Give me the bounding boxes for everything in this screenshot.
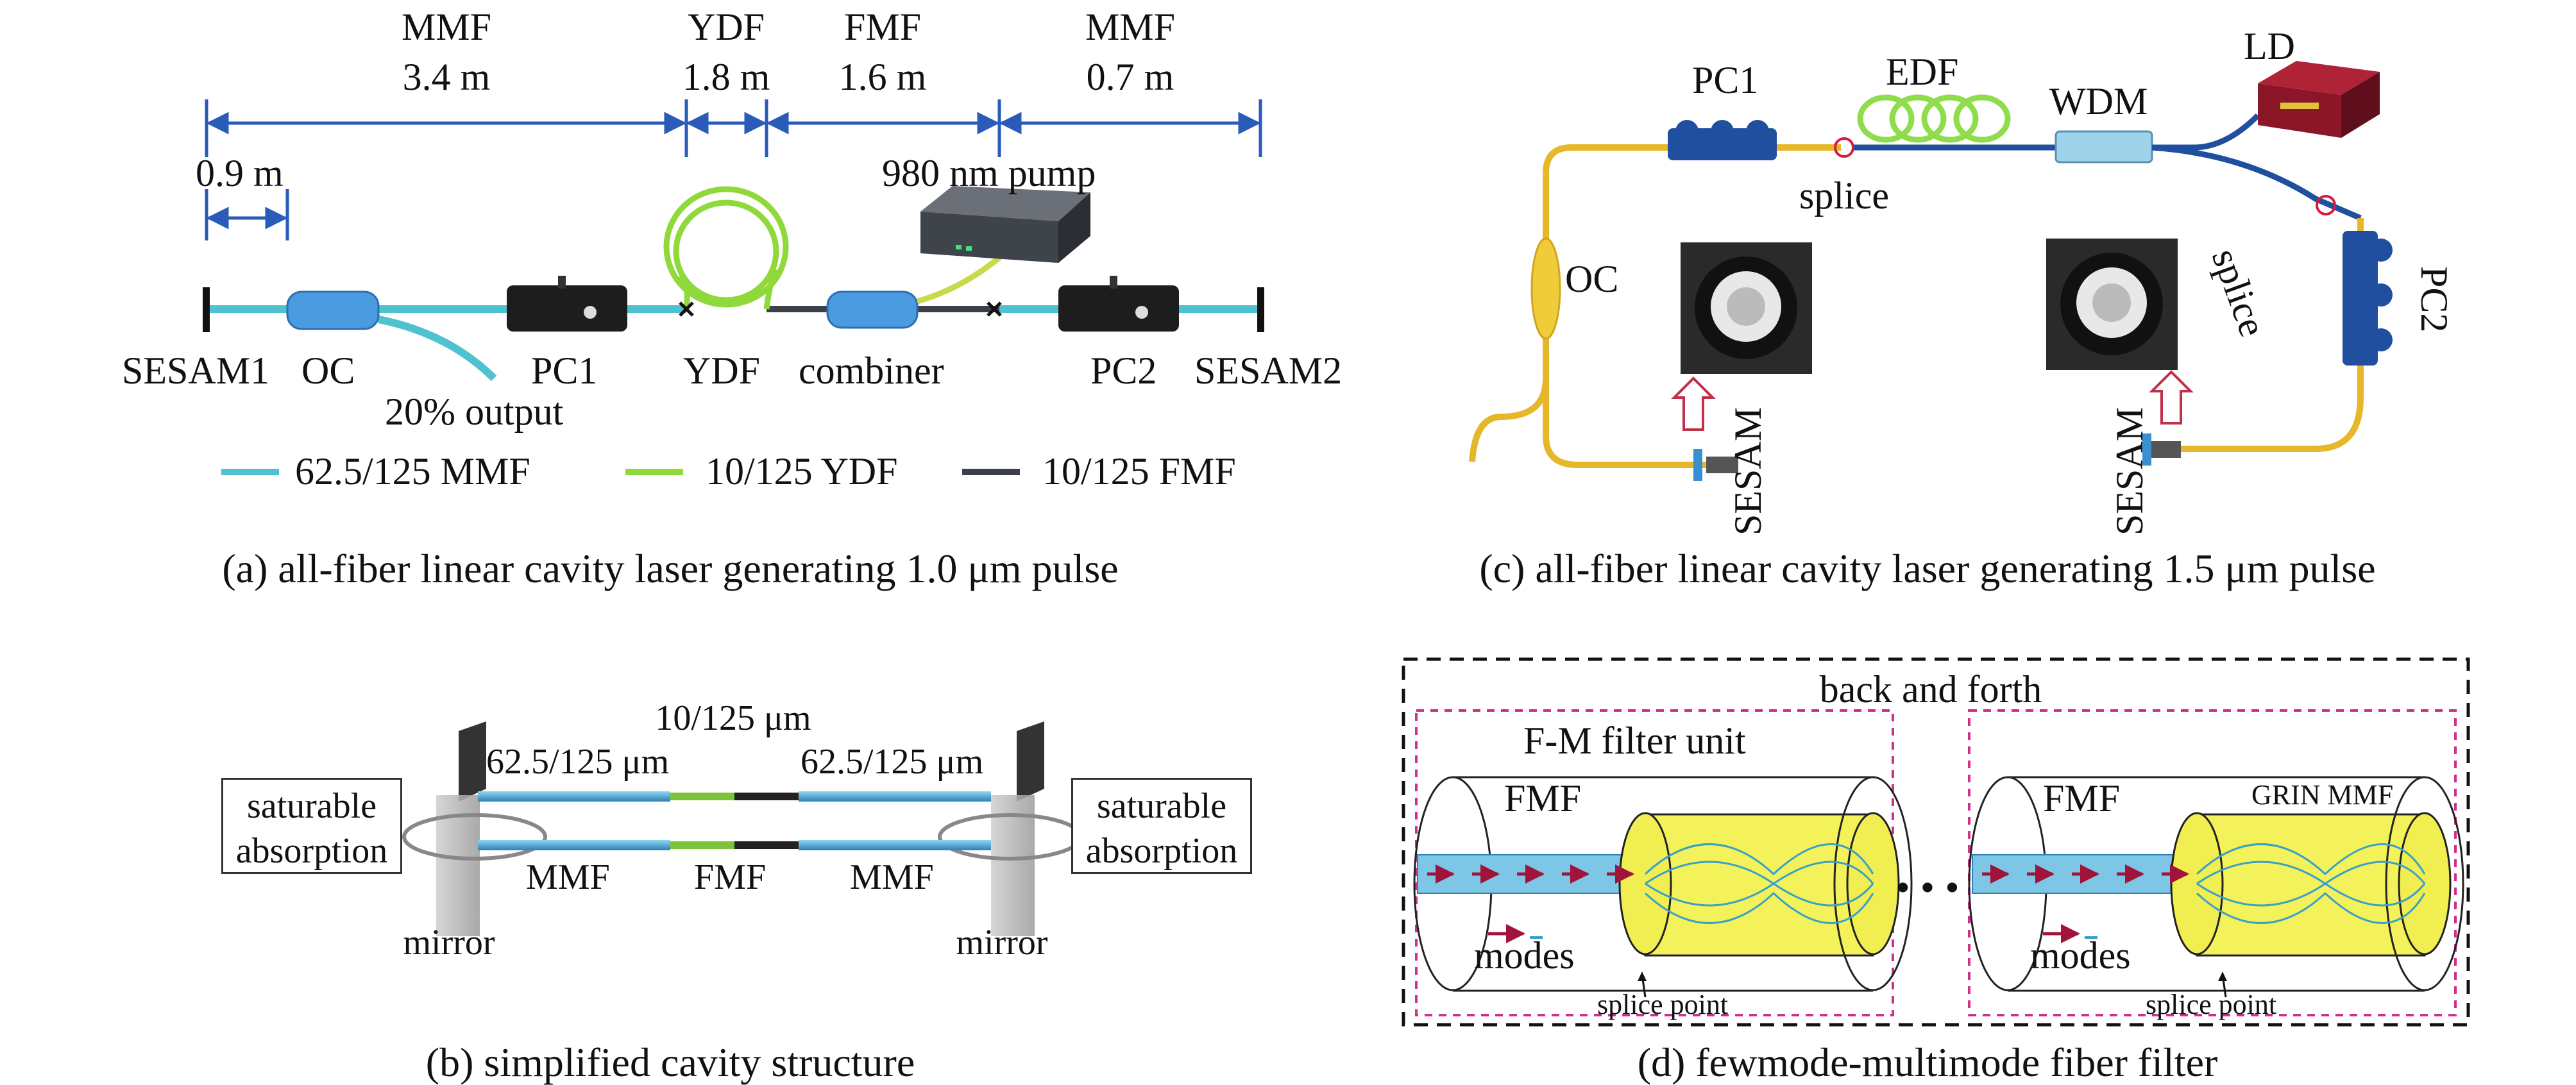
panel-a-artwork [203,99,1264,475]
core-label: 10/125 μm [655,698,811,738]
legend-fmf: 10/125 FMF [1042,450,1236,492]
legend-ydf: 10/125 YDF [706,450,898,492]
fmf-label: FMF [694,857,767,897]
left-absorber-line1: saturable [246,786,377,826]
segment-1-name: MMF [401,6,492,48]
small-length-label: 0.9 m [196,152,284,194]
caption-a: (a) all-fiber linear cavity laser genera… [222,546,1119,591]
ellipsis: • • • [1895,864,1960,910]
edf-label: EDF [1886,51,1959,93]
right-absorber-line2: absorption [1085,831,1238,871]
panel-b-artwork [402,721,1083,936]
right-fiber-label: 62.5/125 μm [801,742,984,782]
back-and-forth-label: back and forth [1819,668,2042,711]
mirror-right-label: mirror [956,923,1048,963]
pc1-c-label: PC1 [1692,59,1759,101]
fmf-right-label: FMF [2043,777,2121,820]
splice-point-right: splice point [2146,989,2277,1020]
splice-left-label: splice [1799,174,1889,217]
pc1-label: PC1 [531,349,598,392]
grin-label: GRIN MMF [2251,779,2394,811]
segment-2-name: YDF [687,6,765,48]
modes-right-label: modes [2030,934,2131,977]
segment-4-name: MMF [1085,6,1176,48]
sesam2-label: SESAM2 [1194,349,1343,392]
filter-unit-label: F-M filter unit [1523,719,1746,762]
pc2-c-label: PC2 [2413,266,2455,333]
fmf-left-label: FMF [1504,777,1582,820]
segment-1-length: 3.4 m [402,56,491,98]
right-absorber-box: saturable absorption [1071,778,1252,874]
segment-2-length: 1.8 m [682,56,770,98]
caption-b: (b) simplified cavity structure [425,1039,915,1085]
output-label: 20% output [385,391,564,433]
oc-c-label: OC [1565,258,1619,300]
pc2-label: PC2 [1090,349,1157,392]
caption-c: (c) all-fiber linear cavity laser genera… [1479,546,2376,591]
legend-mmf: 62.5/125 MMF [295,450,530,492]
modes-left-label: modes [1474,934,1575,977]
left-absorber-line2: absorption [235,831,388,871]
wdm-label: WDM [2049,80,2148,122]
left-absorber-box: saturable absorption [221,778,402,874]
right-mmf-label: MMF [850,857,934,897]
caption-d: (d) fewmode-multimode fiber filter [1637,1039,2218,1085]
sesam-right-label: SESAM [2108,407,2151,535]
panel-d-artwork [1402,657,2470,1027]
segment-3-length: 1.6 m [838,56,927,98]
sesam1-label: SESAM1 [122,349,270,392]
combiner-label: combiner [799,349,944,392]
segment-4-length: 0.7 m [1086,56,1174,98]
pump-label: 980 nm pump [882,152,1096,194]
segment-3-name: FMF [843,6,922,48]
left-mmf-label: MMF [526,857,610,897]
panel-c-artwork [1469,61,2393,481]
ld-label: LD [2244,25,2295,67]
sesam-left-label: SESAM [1727,407,1769,535]
mirror-left-label: mirror [403,923,495,963]
splice-point-left: splice point [1597,989,1729,1020]
ydf-label: YDF [683,349,761,392]
oc-label: OC [301,349,355,392]
right-absorber-line1: saturable [1096,786,1227,826]
left-fiber-label: 62.5/125 μm [486,742,670,782]
